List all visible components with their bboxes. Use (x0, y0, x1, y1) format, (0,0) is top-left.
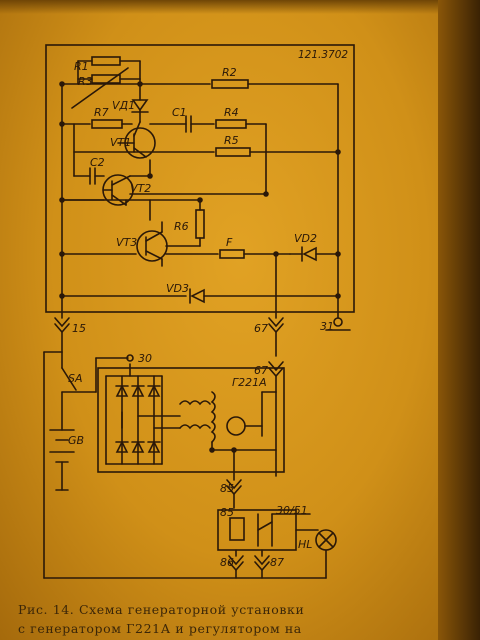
vd2-label: VD2 (294, 232, 317, 245)
generator-box (97, 367, 285, 473)
terminal-67-gen-label: 67 (254, 364, 268, 377)
vd1-label: VД1 (112, 99, 135, 112)
vd3-diode (190, 288, 205, 304)
rectifier-diodes (115, 384, 161, 453)
terminal-86-label: 86 (220, 556, 234, 569)
switch-sa (61, 367, 77, 391)
rotor (226, 416, 246, 436)
switch-sa-label: SA (68, 372, 83, 385)
ground-terminal (333, 317, 343, 327)
generator-model-label: Г221А (232, 376, 267, 389)
figure-caption: Рис. 14. Схема генераторной установки с … (18, 600, 438, 638)
vd3-label: VD3 (166, 282, 189, 295)
terminal-67-reg-label: 67 (254, 322, 268, 335)
r4-resistor (215, 119, 247, 129)
r6-resistor (195, 209, 205, 239)
r2-label: R2 (222, 66, 237, 79)
r7-label: R7 (94, 106, 109, 119)
battery-gb-label: GB (68, 434, 84, 447)
vt3-transistor (136, 230, 168, 262)
caption-line-1: Рис. 14. Схема генераторной установки (18, 602, 305, 617)
vt2-transistor (102, 174, 134, 206)
vt2-label: VT2 (130, 182, 151, 195)
vd1-zener (131, 99, 149, 112)
r7-resistor (91, 119, 123, 129)
caption-line-2: с генератором Г221А и регулятором на (18, 621, 302, 636)
lamp-hl-label: HL (298, 538, 312, 551)
regulator-model-label: 121.3702 (298, 49, 348, 61)
terminal-85-relay-label: 85 (220, 506, 234, 519)
vt3-label: VT3 (116, 236, 137, 249)
c1-label: C1 (172, 106, 187, 119)
c2-label: C2 (90, 156, 105, 169)
terminal-30 (126, 354, 134, 362)
page-edge-shadow (438, 0, 480, 640)
relay-coil (229, 517, 245, 541)
r5-label: R5 (224, 134, 239, 147)
terminal-30-label: 30 (138, 352, 152, 365)
terminal-30-51-label: 30/51 (276, 504, 308, 517)
terminal-87-label: 87 (270, 556, 284, 569)
terminal-85-gen-label: 85 (220, 482, 234, 495)
stator-winding (179, 400, 211, 406)
terminal-15-label: 15 (72, 322, 86, 335)
junction-dots (59, 81, 341, 453)
fuse-label: F (226, 236, 233, 249)
vd2-diode (302, 246, 317, 262)
r1-resistor (91, 56, 121, 66)
regulator-box (45, 44, 355, 313)
r2-resistor (211, 79, 249, 89)
terminal-31-label: 31 (320, 320, 334, 333)
r1-label: R1 (74, 60, 89, 73)
page-shadow-top (0, 0, 480, 14)
r5-resistor (215, 147, 251, 157)
r4-label: R4 (224, 106, 239, 119)
r3-label: R3 (78, 75, 93, 88)
fuse (219, 249, 245, 259)
r6-label: R6 (174, 220, 189, 233)
vt1-label: VT1 (110, 136, 131, 149)
